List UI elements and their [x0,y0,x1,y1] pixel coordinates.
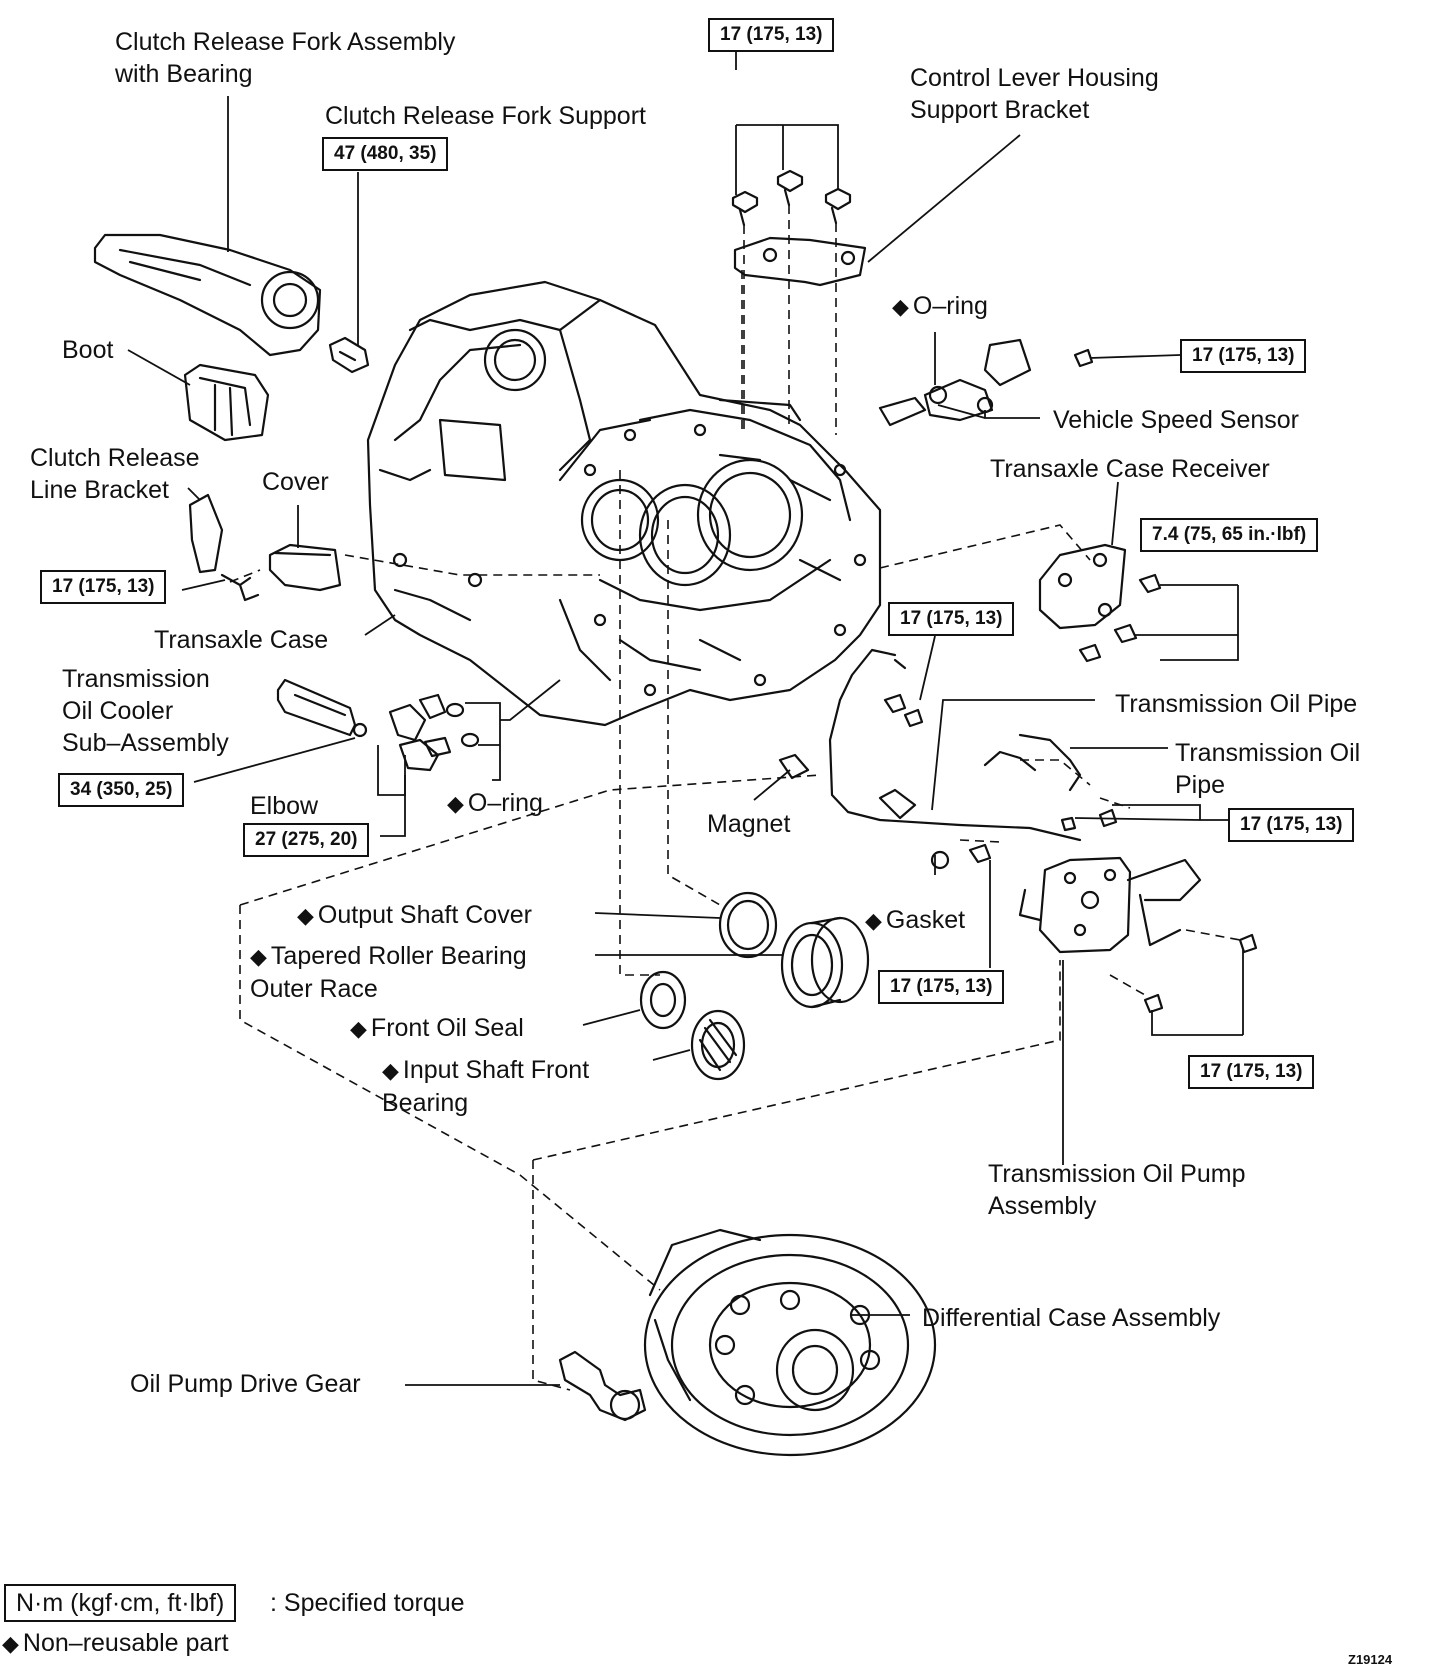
input-bearing-drawing [690,1009,746,1081]
legend-torque-box: N·m (kgf·cm, ft·lbf) [4,1584,237,1622]
nonreusable-marker: ◆ [350,1016,367,1041]
elbow-drawing [388,693,480,772]
control-bracket-drawing [731,169,867,287]
label-vehicle-speed-sensor: Vehicle Speed Sensor [1053,406,1300,434]
label-front-oil-seal-text: Front Oil Seal [370,1014,524,1042]
nonreusable-marker: ◆ [250,944,267,969]
oil-pump-drawing [1018,856,1258,1014]
label-control-lever-bracket: Control Lever Housing Support Bracket [910,64,1159,124]
label-clutch-release-line-bracket: Clutch Release Line Bracket [30,444,200,504]
label-transmission-oil-pipe-1: Transmission Oil Pipe [1115,690,1358,718]
torque-elbow: 27 (275, 20) [243,823,370,857]
nonreusable-marker: ◆ [297,903,314,928]
torque-pipe-right: 17 (175, 13) [1228,808,1355,842]
label-output-shaft-cover-text: Output Shaft Cover [317,901,532,929]
label-o-ring-lower-text: O–ring [467,789,543,817]
clutch-fork-drawing [93,233,322,357]
label-elbow: Elbow [250,792,319,820]
label-o-ring-lower: ◆O–ring [447,787,543,820]
label-transmission-oil-pipe-2: Transmission Oil Pipe [1175,739,1361,799]
label-o-ring-top: ◆O–ring [892,290,988,323]
label-input-shaft-front-bearing: ◆Input Shaft Front Bearing [382,1054,589,1119]
front-oil-seal-drawing [639,970,687,1030]
nonreusable-marker: ◆ [447,791,464,816]
label-tapered-roller-bearing-text: Tapered Roller Bearing Outer Race [250,942,527,1003]
nonreusable-marker: ◆ [2,1631,19,1656]
nonreusable-marker: ◆ [892,294,909,319]
torque-line-bracket: 17 (175, 13) [40,570,167,604]
label-oil-cooler: Transmission Oil Cooler Sub–Assembly [62,665,229,757]
label-gasket: ◆Gasket [865,904,965,937]
drive-gear-drawing [558,1350,647,1422]
figure-code: Z19124 [1348,1652,1393,1667]
legend-torque-desc: : Specified torque [270,1589,465,1617]
nonreusable-marker: ◆ [865,908,882,933]
fork-support-bolt-drawing [328,336,370,374]
label-o-ring-top-text: O–ring [912,292,988,320]
torque-pump-bolts: 17 (175, 13) [1188,1055,1315,1089]
label-transaxle-case-receiver: Transaxle Case Receiver [990,455,1270,483]
label-magnet: Magnet [707,810,791,838]
legend-nonreusable: ◆Non–reusable part [2,1626,229,1661]
line-bracket-drawing [188,493,224,574]
legend-nonreusable-text: Non–reusable part [22,1629,229,1657]
oil-cooler-drawing [276,678,368,738]
label-oil-pump-assembly: Transmission Oil Pump Assembly [988,1160,1246,1220]
label-input-shaft-front-bearing-text: Input Shaft Front Bearing [382,1056,590,1117]
torque-receiver: 7.4 (75, 65 in.·lbf) [1140,518,1319,552]
label-cover: Cover [262,468,329,496]
torque-fork-support: 47 (480, 35) [322,137,449,171]
torque-gasket-bolt: 17 (175, 13) [878,970,1005,1004]
label-gasket-text: Gasket [885,906,966,934]
label-front-oil-seal: ◆Front Oil Seal [350,1012,524,1045]
outer-race-drawing [780,916,870,1009]
output-shaft-cover-drawing [718,891,778,959]
transaxle-case-drawing [366,280,882,727]
label-clutch-fork-support: Clutch Release Fork Support [325,102,646,130]
boot-drawing [183,363,270,442]
label-differential-case: Differential Case Assembly [922,1304,1221,1332]
torque-pipe-bolt: 17 (175, 13) [888,602,1015,636]
label-tapered-roller-bearing: ◆Tapered Roller Bearing Outer Race [250,940,527,1005]
nonreusable-marker: ◆ [382,1058,399,1083]
label-boot: Boot [62,336,114,364]
label-clutch-fork-assembly: Clutch Release Fork Assembly with Bearin… [115,28,456,88]
torque-top-bolts: 17 (175, 13) [708,18,835,52]
cover-drawing [268,543,342,592]
label-transaxle-case: Transaxle Case [154,626,329,654]
label-output-shaft-cover: ◆Output Shaft Cover [297,899,532,932]
oil-pipe-drawing [828,648,1082,842]
label-oil-pump-drive-gear: Oil Pump Drive Gear [130,1370,361,1398]
torque-speed-sensor: 17 (175, 13) [1180,339,1307,373]
torque-oil-cooler: 34 (350, 25) [58,773,185,807]
differential-drawing [643,1228,937,1457]
receiver-drawing [1038,543,1162,663]
